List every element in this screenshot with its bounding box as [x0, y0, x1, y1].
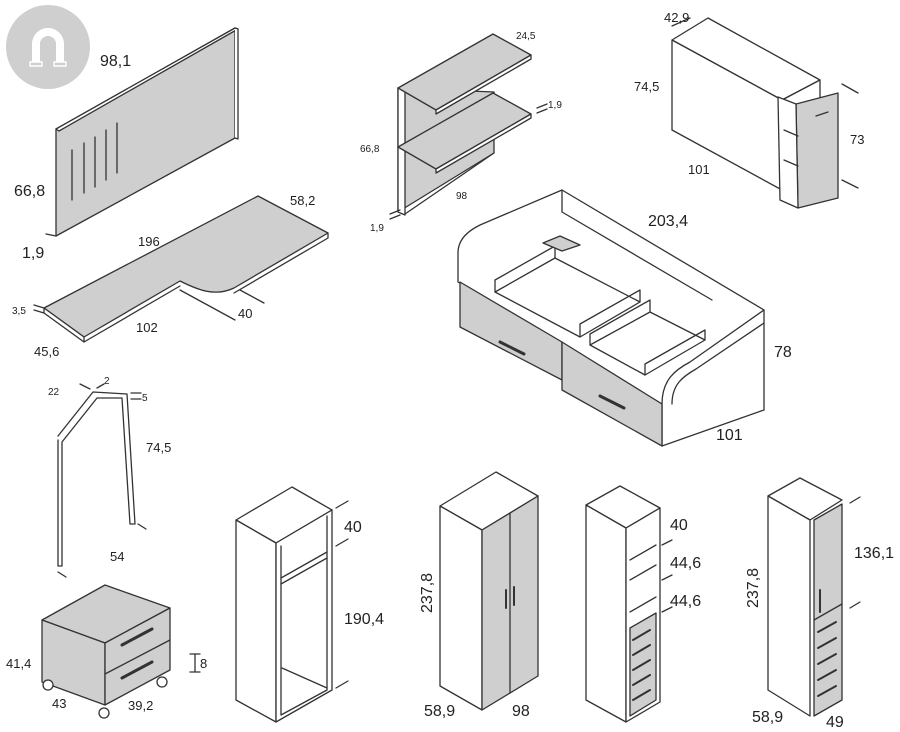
nightstand-width-label: 43	[52, 696, 66, 711]
shelf-base-label: 1,9	[370, 223, 384, 234]
desk-length-label: 196	[138, 234, 160, 249]
desk-front-length-label: 102	[136, 320, 158, 335]
wardrobe-depth-label: 58,9	[424, 703, 455, 720]
bed-length-label: 203,4	[648, 213, 688, 230]
nightstand	[41, 584, 201, 719]
bookcase-mid-2-label: 44,6	[670, 593, 701, 610]
nightstand-depth-label: 39,2	[128, 698, 153, 713]
extension-depth-label: 42,9	[664, 10, 689, 25]
open-wardrobe-top-label: 40	[344, 519, 362, 536]
wardrobe-width-label: 98	[512, 703, 530, 720]
cabinet-height-label: 237,8	[745, 568, 762, 608]
cabinet-width-label: 49	[826, 714, 844, 731]
magnet-logo	[6, 5, 90, 89]
desk-depth-end-label: 58,2	[290, 193, 315, 208]
desk-extension	[671, 17, 859, 209]
leg-height-label: 74,5	[146, 440, 171, 455]
bookcase-mid-1-label: 44,6	[670, 555, 701, 572]
shelf-width-label: 98	[456, 191, 468, 202]
wall-panel	[45, 27, 239, 237]
wardrobe-height-label: 237,8	[419, 573, 436, 613]
desk-front-depth-label: 45,6	[34, 344, 59, 359]
shelf-unit	[389, 33, 548, 220]
bed	[457, 189, 765, 447]
bed-depth-label: 101	[716, 427, 743, 444]
open-wardrobe	[235, 486, 349, 723]
panel-depth-label: 1,9	[22, 245, 44, 262]
shelf-thickness-label: 1,9	[548, 100, 562, 111]
leg-top-offset-label: 5	[142, 393, 148, 404]
magnet-tip-right	[53, 61, 67, 67]
cabinet-depth-label: 58,9	[752, 709, 783, 726]
magnet-tip-left	[29, 61, 43, 67]
desk-thickness-label: 3,5	[12, 306, 26, 317]
desk-notch-label: 40	[238, 306, 252, 321]
bookcase	[585, 485, 673, 723]
open-wardrobe-lower-label: 190,4	[344, 611, 384, 628]
bed-height-label: 78	[774, 344, 792, 361]
panel-width-label: 98,1	[100, 53, 131, 70]
leg-top-depth-label: 22	[48, 387, 60, 398]
cabinet-door-label: 136,1	[854, 545, 894, 562]
tall-cabinet	[767, 477, 861, 717]
leg-top-thickness-label: 2	[104, 376, 110, 387]
nightstand-wheel-label: 8	[200, 656, 207, 671]
desk-top	[33, 195, 329, 343]
nightstand-height-label: 41,4	[6, 656, 31, 671]
wardrobe	[439, 471, 539, 711]
extension-length-label: 101	[688, 162, 710, 177]
extension-height-label: 74,5	[634, 79, 659, 94]
logo-circle	[6, 5, 90, 89]
magnet-icon	[32, 28, 64, 64]
dimension-labels: 98,1 66,8 1,9 196 58,2 3,5 45,6 102 40 2…	[6, 10, 894, 731]
shelf-depth-label: 24,5	[516, 31, 536, 42]
panel-height-label: 66,8	[14, 183, 45, 200]
leg-length-label: 54	[110, 549, 124, 564]
desk-leg	[57, 383, 147, 578]
shelf-height-label: 66,8	[360, 144, 380, 155]
bookcase-top-label: 40	[670, 517, 688, 534]
extension-drawer-label: 73	[850, 132, 864, 147]
